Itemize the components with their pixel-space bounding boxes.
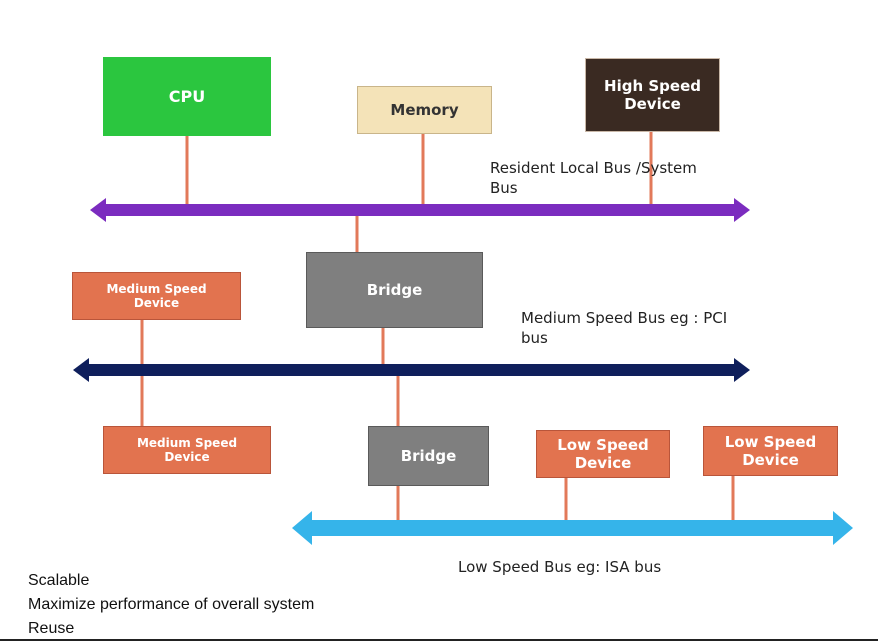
low-speed-device-1-label: Low Speed Device bbox=[557, 436, 649, 472]
medium-speed-device-2-label: Medium Speed Device bbox=[136, 435, 238, 464]
cpu-label: CPU bbox=[168, 86, 206, 106]
note-item: Maximize performance of overall system bbox=[28, 596, 315, 613]
low-speed-bus-arrow bbox=[292, 511, 853, 545]
system-bus-arrow bbox=[90, 198, 750, 222]
high-speed-device-box: High Speed Device bbox=[585, 58, 720, 132]
cpu-box: CPU bbox=[103, 57, 271, 136]
note-item: Reuse bbox=[28, 620, 75, 637]
medium-speed-device-1-label: Medium Speed Device bbox=[106, 281, 207, 310]
bridge-upper-label: Bridge bbox=[366, 281, 423, 299]
high-speed-device-label: High Speed Device bbox=[604, 77, 701, 113]
medium-speed-device-2-box: Medium Speed Device bbox=[103, 426, 271, 474]
memory-box: Memory bbox=[357, 86, 492, 134]
bottom-rule bbox=[0, 639, 878, 641]
bridge-lower-label: Bridge bbox=[400, 447, 457, 465]
low-speed-bus-label: Low Speed Bus eg: ISA bus bbox=[458, 558, 662, 576]
bridge-lower-box: Bridge bbox=[368, 426, 489, 486]
low-speed-device-2-label: Low Speed Device bbox=[724, 433, 817, 469]
bridge-upper-box: Bridge bbox=[306, 252, 483, 328]
memory-label: Memory bbox=[390, 101, 459, 119]
medium-speed-device-1-box: Medium Speed Device bbox=[72, 272, 241, 320]
low-speed-device-2-box: Low Speed Device bbox=[703, 426, 838, 476]
medium-speed-bus-label: Medium Speed Bus eg : PCI bus bbox=[521, 309, 728, 347]
medium-speed-bus-arrow bbox=[73, 358, 750, 382]
system-bus-label: Resident Local Bus /System Bus bbox=[490, 159, 697, 197]
notes-list: Scalable Maximize performance of overall… bbox=[28, 569, 314, 641]
buses bbox=[73, 198, 853, 545]
low-speed-device-1-box: Low Speed Device bbox=[536, 430, 670, 478]
note-item: Scalable bbox=[28, 572, 90, 589]
